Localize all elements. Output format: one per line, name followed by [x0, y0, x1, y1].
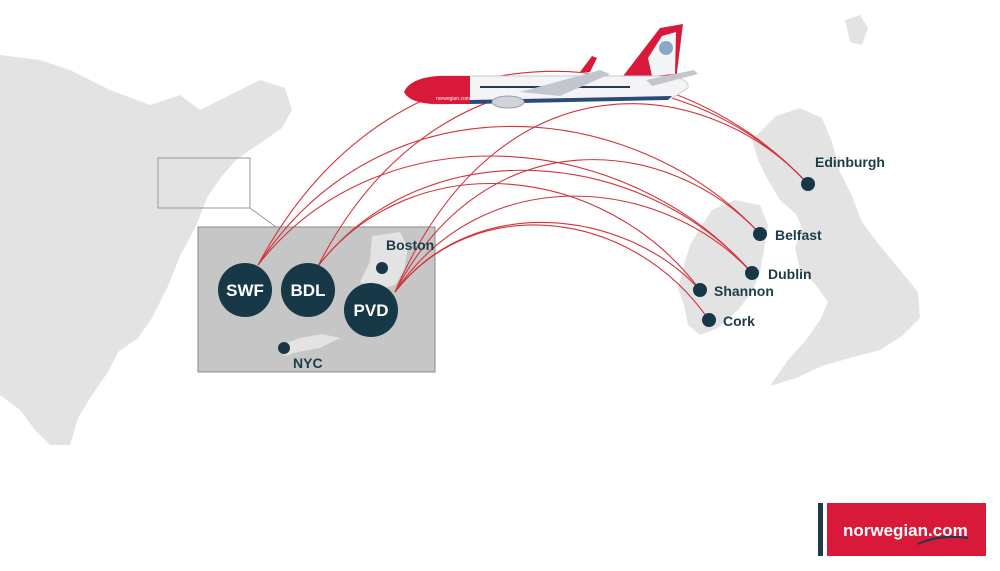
locator-box: [157, 157, 251, 209]
route-swf-belfast: [257, 125, 761, 266]
city-boston-marker: [376, 262, 388, 274]
wing: [520, 70, 610, 96]
city-boston-label: Boston: [386, 237, 434, 253]
ireland-landmass: [678, 200, 768, 335]
route-pvd-dublin: [394, 195, 753, 293]
logo-text: norwegian.com: [843, 521, 968, 540]
hub-bdl-label: BDL: [291, 281, 326, 300]
route-pvd-shannon: [394, 221, 701, 293]
route-pvd-belfast: [394, 159, 761, 293]
hub-bdl-marker: [281, 263, 335, 317]
hub-pvd-marker: [344, 283, 398, 337]
route-swf-edinburgh: [257, 70, 809, 266]
route-swf-dublin: [257, 155, 753, 274]
city-nyc-label: NYC: [293, 355, 323, 371]
logo-box: [827, 503, 986, 556]
destination-cork-marker: [702, 313, 716, 327]
destination-edinburgh-label: Edinburgh: [815, 154, 885, 170]
routes-layer: [257, 70, 809, 321]
engine: [491, 95, 525, 109]
destination-belfast-marker: [753, 227, 767, 241]
hub-pvd-label: PVD: [354, 301, 389, 320]
destination-shannon-marker: [693, 283, 707, 297]
north-america-landmass: [0, 55, 292, 445]
inset-land: [360, 232, 408, 290]
hub-swf-label: SWF: [226, 281, 264, 300]
great-britain-landmass: [752, 108, 920, 386]
hub-swf-marker: [218, 263, 272, 317]
nose-livery: [404, 76, 470, 104]
destination-belfast-label: Belfast: [775, 227, 822, 243]
newfoundland-landmass: [845, 15, 868, 45]
inset-long-island: [280, 334, 340, 356]
destination-shannon-label: Shannon: [714, 283, 774, 299]
route-bdl-dublin: [317, 169, 753, 274]
route-bdl-shannon: [317, 183, 701, 291]
destination-dublin-marker: [745, 266, 759, 280]
destination-cork-label: Cork: [723, 313, 755, 329]
norwegian-logo: norwegian.com: [818, 503, 986, 556]
city-nyc-marker: [278, 342, 290, 354]
winglet: [580, 56, 597, 72]
destination-dublin-label: Dublin: [768, 266, 812, 282]
logo-accent-bar: [818, 503, 823, 556]
destination-edinburgh-marker: [801, 177, 815, 191]
aircraft-illustration: norwegian.com: [404, 24, 698, 109]
locator-connector: [249, 207, 277, 228]
route-pvd-cork: [394, 224, 710, 321]
livery-text: norwegian.com: [436, 96, 470, 102]
logo-swoosh-icon: [917, 535, 969, 545]
stabilizer: [646, 70, 698, 86]
route-pvd-edinburgh: [394, 103, 809, 293]
